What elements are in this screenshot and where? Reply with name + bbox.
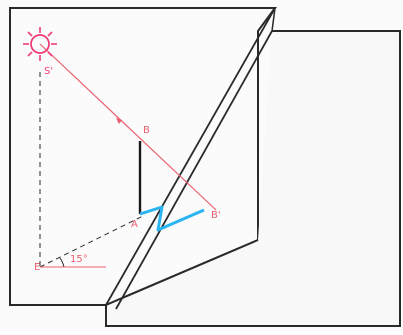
pole-top-label: B (143, 125, 150, 136)
light-ray (39, 43, 217, 211)
shadow-path (139, 205, 205, 232)
ground-guide-line (39, 214, 146, 268)
ground-point-label: E (34, 262, 40, 273)
angle-label: 15° (70, 254, 88, 265)
corner-top-edge (271, 7, 276, 32)
corner-edge-back (115, 30, 273, 310)
sun-icon (23, 27, 57, 61)
sun-base-label: S' (44, 66, 53, 77)
shadow-end-label: B' (211, 210, 221, 221)
right-wall-panel (105, 30, 401, 327)
pole-foot-label: A (131, 219, 138, 230)
ray-arrow-upper (116, 118, 122, 124)
corner-edge-front (105, 7, 276, 306)
